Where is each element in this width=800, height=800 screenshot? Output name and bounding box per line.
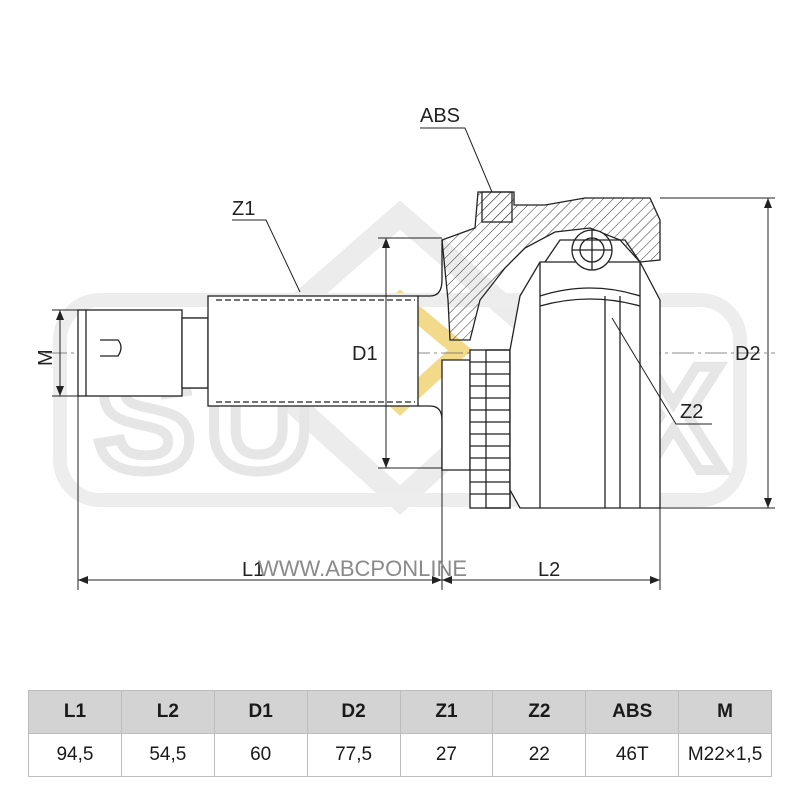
abs-ring [469, 349, 511, 509]
watermark-site: WWW.ABCPONLINE [258, 556, 467, 581]
cv-joint-drawing: SU FIX [35, 105, 775, 590]
spec-value: 22 [492, 733, 587, 777]
spec-value: 27 [399, 733, 494, 777]
l1-label: L1 [242, 559, 264, 581]
abs-label: ABS [420, 105, 460, 127]
spline-shaft [207, 240, 443, 470]
arrowheads [56, 198, 772, 584]
z1-label: Z1 [232, 198, 255, 220]
spec-value: 54,5 [120, 733, 215, 777]
bell-body [509, 229, 661, 509]
spec-value: 77,5 [306, 733, 401, 777]
spec-value: 94,5 [28, 733, 122, 777]
shaft-tip [77, 309, 209, 397]
spec-header: L2 [120, 690, 215, 734]
d2-label: D2 [735, 343, 761, 365]
spec-header: D1 [213, 690, 308, 734]
spec-value: 46T [585, 733, 680, 777]
z2-label: Z2 [680, 401, 703, 423]
d1-label: D1 [352, 343, 378, 365]
spec-header: D2 [306, 690, 401, 734]
l2-label: L2 [538, 559, 560, 581]
spec-value: M22×1,5 [678, 733, 772, 777]
spec-table: L1 L2 D1 D2 Z1 Z2 ABS M 94,5 54,5 60 77,… [28, 690, 772, 777]
spec-header: Z2 [492, 690, 587, 734]
spec-header: ABS [585, 690, 680, 734]
spec-value-row: 94,5 54,5 60 77,5 27 22 46T M22×1,5 [28, 733, 772, 777]
spec-header: L1 [28, 690, 122, 734]
m-label: M [35, 349, 57, 366]
dimension-lines [52, 127, 775, 590]
spec-header: Z1 [399, 690, 494, 734]
spec-header: M [678, 690, 772, 734]
spec-header-row: L1 L2 D1 D2 Z1 Z2 ABS M [28, 690, 772, 734]
spec-value: 60 [213, 733, 308, 777]
